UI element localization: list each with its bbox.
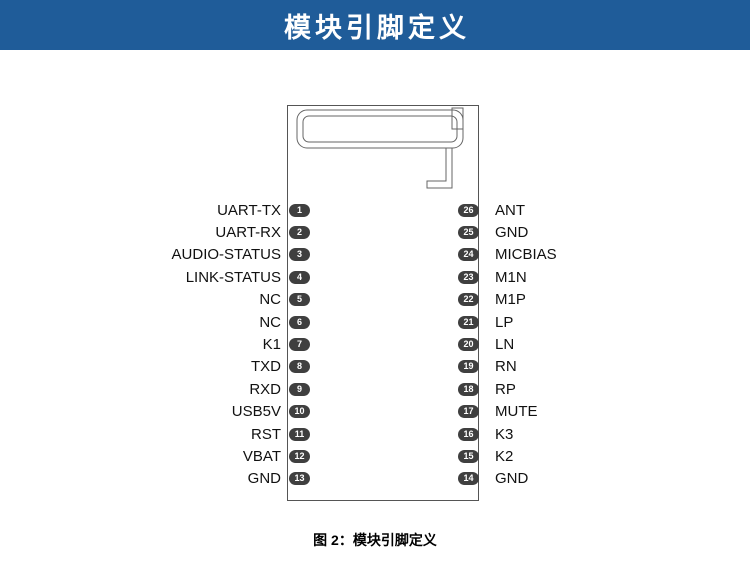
pin-pad: 23 <box>458 270 479 284</box>
pin-row: GND 13 <box>0 468 310 490</box>
pin-label: UART-RX <box>215 224 281 242</box>
pin-label: GND <box>247 470 281 488</box>
pin-pad: 18 <box>458 382 479 396</box>
pin-row: 19 RN <box>458 356 750 378</box>
pin-label: RN <box>495 358 517 376</box>
pin-pad: 11 <box>289 427 310 441</box>
pin-pad: 22 <box>458 293 479 307</box>
pin-pad: 20 <box>458 338 479 352</box>
pin-label: ANT <box>495 201 525 219</box>
pin-pad: 2 <box>289 226 310 240</box>
pin-label: LP <box>495 313 514 331</box>
pin-row: K1 7 <box>0 333 310 355</box>
pin-row: RXD 9 <box>0 378 310 400</box>
pin-row: NC 6 <box>0 311 310 333</box>
pin-label: K2 <box>495 447 514 465</box>
pin-pad: 26 <box>458 203 479 217</box>
figure-caption: 图 2：模块引脚定义 <box>313 532 437 548</box>
pin-pad: 6 <box>289 315 310 329</box>
pin-pad: 19 <box>458 360 479 374</box>
pin-row: 20 LN <box>458 333 750 355</box>
pin-label: TXD <box>251 358 281 376</box>
pin-label: K3 <box>495 425 514 443</box>
pin-pad: 3 <box>289 248 310 262</box>
pin-pad: 10 <box>289 405 310 419</box>
pin-row: 24 MICBIAS <box>458 244 750 266</box>
pin-row: 17 MUTE <box>458 401 750 423</box>
pin-label: MICBIAS <box>495 246 557 264</box>
pin-row: NC 5 <box>0 289 310 311</box>
pin-row: 15 K2 <box>458 445 750 467</box>
pin-pad: 1 <box>289 203 310 217</box>
pin-label: GND <box>495 224 529 242</box>
pin-label: USB5V <box>231 403 281 421</box>
pin-pad: 17 <box>458 405 479 419</box>
pin-label: LINK-STATUS <box>185 268 281 286</box>
pin-pad: 5 <box>289 293 310 307</box>
pin-row: 16 K3 <box>458 423 750 445</box>
pin-label: M1N <box>495 268 527 286</box>
pin-label: LN <box>495 336 515 354</box>
pin-row: 18 RP <box>458 378 750 400</box>
pin-pad: 24 <box>458 248 479 262</box>
page-title: 模块引脚定义 <box>284 12 470 43</box>
pin-label: RP <box>495 380 516 398</box>
pin-label: UART-TX <box>217 201 281 219</box>
pin-label: RXD <box>249 380 281 398</box>
pin-pad: 16 <box>458 427 479 441</box>
pin-pad: 13 <box>289 472 310 486</box>
page-header: 模块引脚定义 <box>0 0 750 50</box>
pin-label: M1P <box>495 291 526 309</box>
pin-pad: 25 <box>458 226 479 240</box>
pin-row: RST 11 <box>0 423 310 445</box>
pin-row: AUDIO-STATUS 3 <box>0 244 310 266</box>
pin-row: LINK-STATUS 4 <box>0 266 310 288</box>
module-outline <box>287 105 479 501</box>
pin-label: VBAT <box>242 447 281 465</box>
pin-pad: 15 <box>458 449 479 463</box>
pin-row: 14 GND <box>458 468 750 490</box>
pin-row: VBAT 12 <box>0 445 310 467</box>
pin-row: 21 LP <box>458 311 750 333</box>
pin-label: GND <box>495 470 529 488</box>
pin-pad: 12 <box>289 449 310 463</box>
pin-row: UART-TX 1 <box>0 199 310 221</box>
pin-pad: 21 <box>458 315 479 329</box>
pin-row: USB5V 10 <box>0 401 310 423</box>
pin-pad: 4 <box>289 270 310 284</box>
pcb-antenna-drawing <box>296 107 464 189</box>
pin-label: NC <box>259 291 281 309</box>
pin-row: 23 M1N <box>458 266 750 288</box>
pin-label: RST <box>251 425 281 443</box>
pin-row: TXD 8 <box>0 356 310 378</box>
pin-label: AUDIO-STATUS <box>171 246 281 264</box>
pin-pad: 7 <box>289 338 310 352</box>
pin-pad: 8 <box>289 360 310 374</box>
pin-label: MUTE <box>495 403 538 421</box>
pin-row: UART-RX 2 <box>0 221 310 243</box>
pin-row: 25 GND <box>458 221 750 243</box>
pin-label: NC <box>259 313 281 331</box>
pin-label: K1 <box>262 336 281 354</box>
pin-row: 26 ANT <box>458 199 750 221</box>
pin-row: 22 M1P <box>458 289 750 311</box>
pin-pad: 9 <box>289 382 310 396</box>
pin-pad: 14 <box>458 472 479 486</box>
